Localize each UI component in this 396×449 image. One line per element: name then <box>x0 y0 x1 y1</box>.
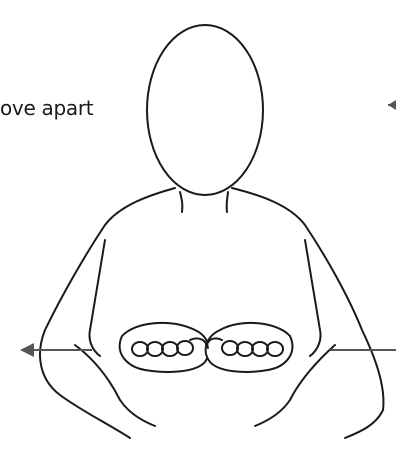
right-inner-arm <box>305 240 321 356</box>
top-right-arrowhead <box>388 100 396 110</box>
left-inner-arm <box>89 240 105 356</box>
left-arrowhead <box>20 343 34 357</box>
head <box>147 25 263 195</box>
torso-outline-right <box>232 188 383 438</box>
torso-outline <box>40 188 175 438</box>
right-hand <box>206 323 293 372</box>
movement-annotation: ove apart <box>0 96 93 120</box>
